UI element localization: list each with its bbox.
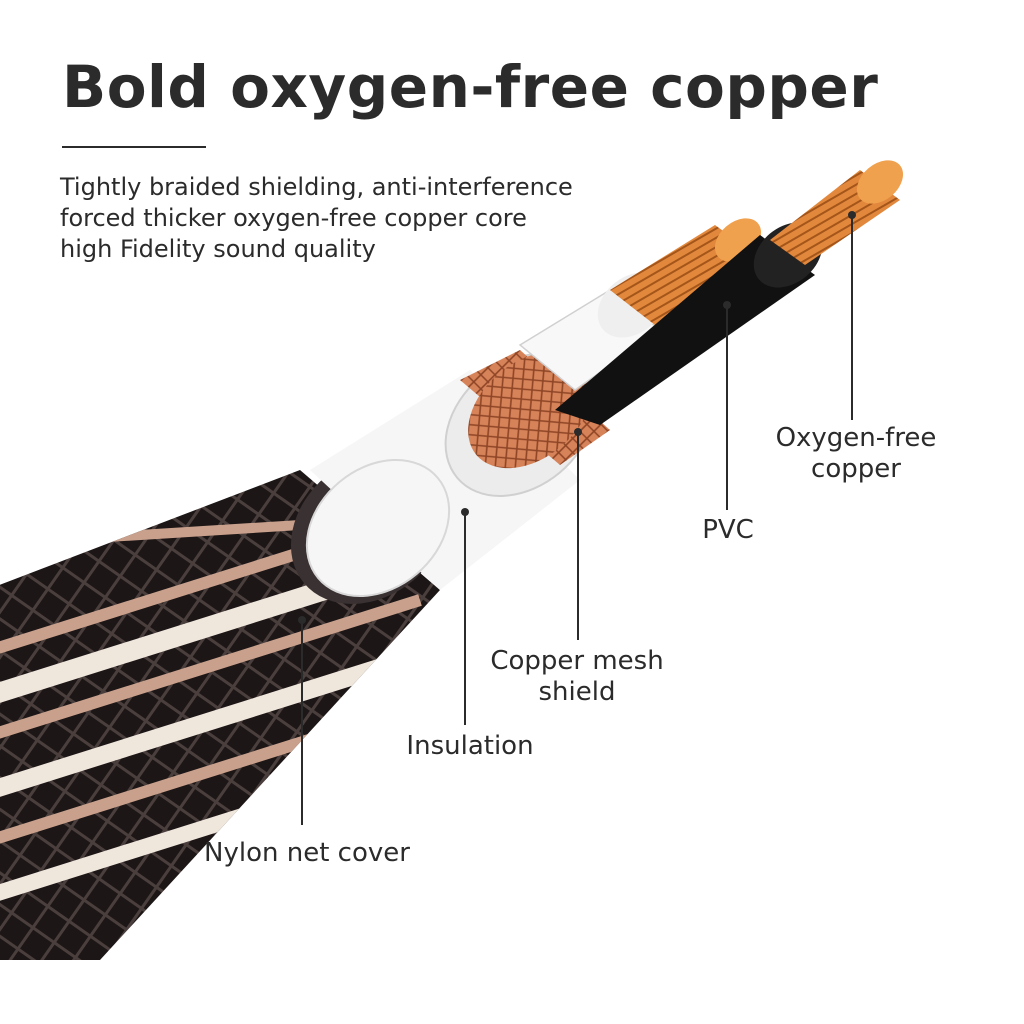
description-line: high Fidelity sound quality	[60, 235, 376, 263]
label-line: Oxygen-free	[775, 423, 937, 453]
label-insulation: Insulation	[406, 731, 534, 761]
label-nylon-net-cover: Nylon net cover	[204, 838, 410, 868]
leader-lines	[298, 211, 856, 825]
description: Tightly braided shielding, anti-interfer…	[60, 172, 573, 265]
title-underline	[62, 146, 206, 148]
description-line: forced thicker oxygen-free copper core	[60, 204, 527, 232]
copper-mesh-shield	[460, 350, 610, 469]
label-oxygen-free-copper: Oxygen-free copper	[756, 423, 956, 485]
label-pvc: PVC	[702, 515, 754, 545]
description-line: Tightly braided shielding, anti-interfer…	[60, 173, 573, 201]
page-title: Bold oxygen-free copper	[62, 53, 879, 121]
pvc-conductor	[555, 160, 904, 425]
label-copper-mesh-shield: Copper mesh shield	[462, 646, 692, 708]
label-line: shield	[538, 677, 616, 707]
label-line: copper	[811, 454, 901, 484]
label-line: Copper mesh	[490, 646, 664, 676]
